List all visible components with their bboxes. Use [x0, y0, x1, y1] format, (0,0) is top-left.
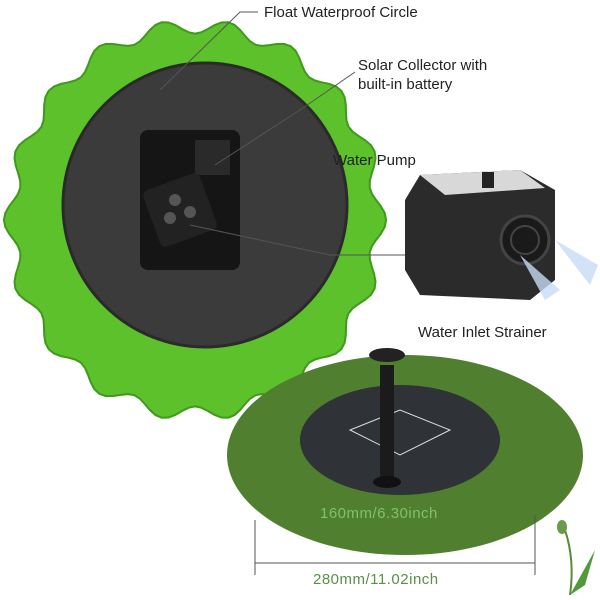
dimension-inner: 160mm/6.30inch	[320, 505, 438, 522]
label-float-waterproof-circle: Float Waterproof Circle	[264, 4, 418, 21]
water-pump	[405, 170, 598, 300]
label-solar-collector: Solar Collector with	[358, 57, 488, 74]
label-built-in-battery: built-in battery	[358, 76, 453, 93]
water-inlet-strainer	[499, 214, 551, 266]
dimension-lines	[254, 515, 536, 575]
dimension-outer: 280mm/11.02inch	[313, 571, 439, 588]
label-water-inlet-strainer: Water Inlet Strainer	[418, 324, 547, 341]
lotus-decoration-icon	[557, 520, 595, 596]
leader-lines	[159, 11, 405, 256]
label-water-pump: Water Pump	[333, 152, 416, 169]
assembled-fountain	[227, 348, 583, 555]
float-waterproof-circle	[2, 21, 388, 419]
